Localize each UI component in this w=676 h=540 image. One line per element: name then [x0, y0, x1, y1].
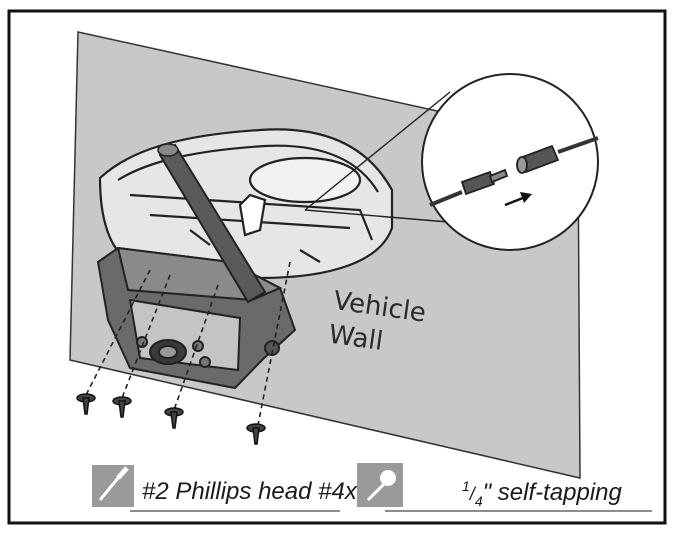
screw-icon	[357, 463, 403, 507]
screw	[164, 407, 184, 429]
fraction-numerator: 1	[462, 478, 470, 494]
callout-lines	[304, 91, 451, 223]
connector-detail-callout	[421, 73, 599, 251]
screwdriver-icon	[92, 465, 134, 507]
screw	[246, 423, 266, 445]
screw-caption-suffix: " self-tapping	[482, 479, 622, 506]
fraction-denominator: 4	[474, 492, 483, 509]
arrow-icon	[504, 192, 532, 207]
screw	[76, 393, 96, 415]
mounting-bracket	[98, 128, 394, 280]
screw	[112, 396, 132, 418]
vehicle-wall-label: Vehicle Wall	[327, 284, 429, 364]
cable-connector	[429, 136, 599, 207]
screwdriver-caption: #2 Phillips head #4x	[142, 478, 357, 505]
screw-caption: 1/4" self-tapping	[462, 478, 622, 509]
antenna-arm	[157, 143, 267, 304]
screw-guide-lines	[85, 261, 291, 426]
